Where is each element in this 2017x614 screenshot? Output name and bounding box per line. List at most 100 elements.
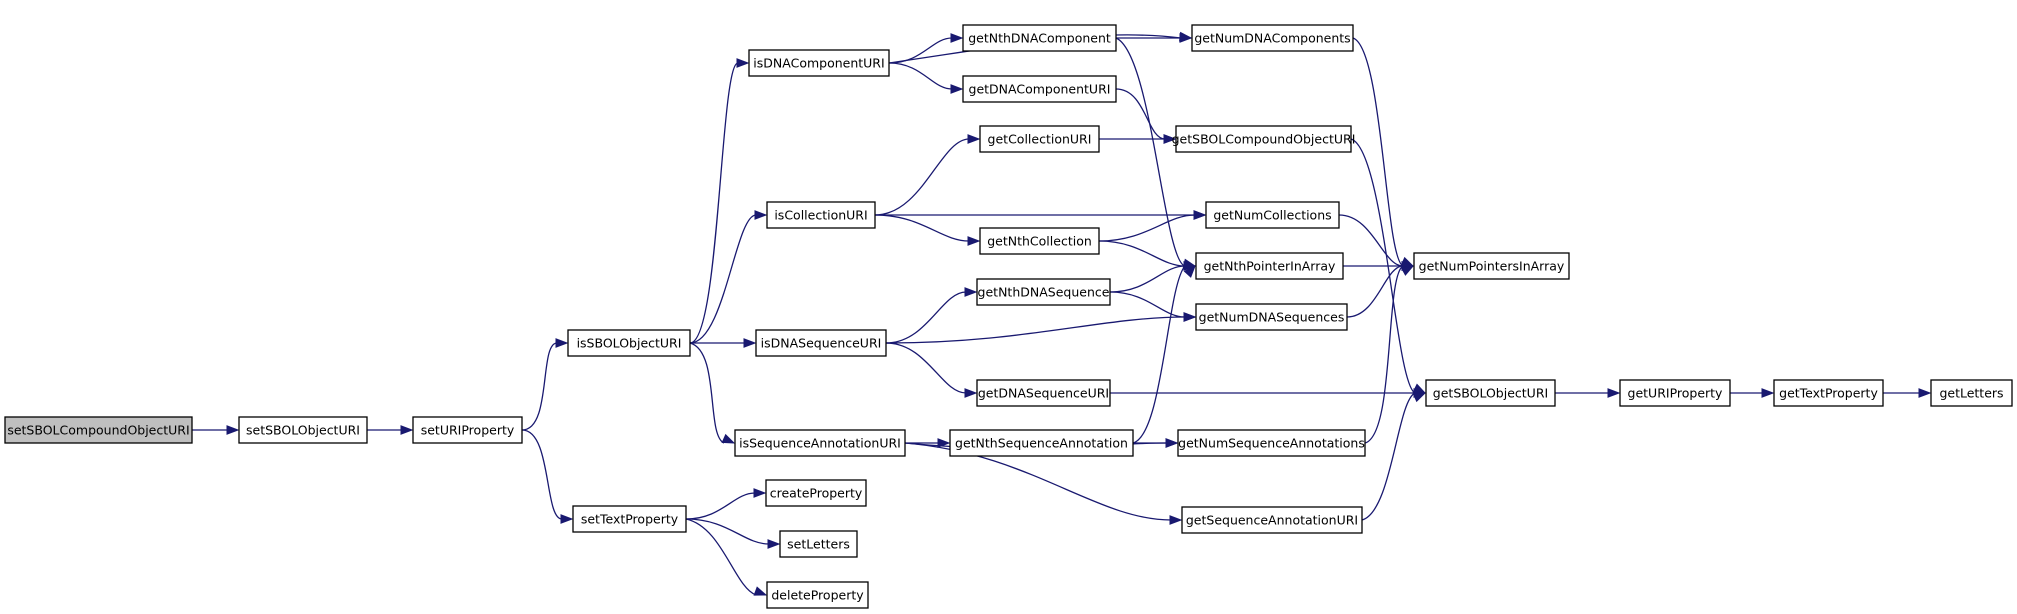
node-box[interactable] [766, 581, 869, 609]
node-label: isSBOLObjectURI [577, 336, 682, 351]
arrowhead [967, 134, 981, 144]
node-box[interactable] [734, 429, 906, 457]
node-get-num-dna-components[interactable]: getNumDNAComponents [1191, 24, 1354, 52]
node-get-nth-sequence-annotation[interactable]: getNthSequenceAnnotation [949, 429, 1134, 457]
node-get-sequence-annotation-uri[interactable]: getSequenceAnnotationURI [1181, 506, 1363, 534]
node-box[interactable] [412, 416, 523, 444]
node-box[interactable] [238, 416, 368, 444]
node-box[interactable] [979, 125, 1100, 153]
node-get-nth-dna-component[interactable]: getNthDNAComponent [962, 24, 1117, 52]
node-label: getNumSequenceAnnotations [1178, 436, 1365, 451]
node-label: getSBOLObjectURI [1433, 386, 1548, 401]
node-get-num-collections[interactable]: getNumCollections [1205, 201, 1340, 229]
node-box[interactable] [1191, 24, 1354, 52]
node-get-letters[interactable]: getLetters [1930, 379, 2013, 407]
node-create-property[interactable]: createProperty [765, 479, 867, 507]
node-is-sequence-annotation-uri[interactable]: isSequenceAnnotationURI [734, 429, 906, 457]
edge-line [521, 429, 563, 520]
node-get-collection-uri[interactable]: getCollectionURI [979, 125, 1100, 153]
node-is-dna-sequence-uri[interactable]: isDNASequenceURI [755, 329, 887, 357]
node-is-dna-component-uri[interactable]: isDNAComponentURI [748, 49, 890, 77]
node-box[interactable] [572, 505, 687, 533]
node-label: deleteProperty [771, 588, 864, 603]
node-box[interactable] [1619, 379, 1731, 407]
arrowhead [1918, 388, 1932, 398]
arrowhead [1607, 388, 1621, 398]
node-box[interactable] [962, 24, 1117, 52]
edge-get-nth-dna-component-to-get-num-dna-components [1116, 33, 1193, 43]
node-box[interactable] [1413, 252, 1570, 280]
node-box[interactable] [4, 416, 193, 444]
arrowhead [964, 388, 978, 398]
node-box[interactable] [1195, 252, 1344, 280]
edge-is-sbol-object-uri-to-is-dna-sequence-uri [690, 338, 757, 348]
edge-line [689, 214, 757, 344]
node-get-nth-collection[interactable]: getNthCollection [979, 227, 1100, 255]
node-box[interactable] [748, 49, 890, 77]
edge-is-sbol-object-uri-to-is-collection-uri [689, 210, 768, 344]
edge-line [1115, 37, 1186, 267]
node-box[interactable] [779, 530, 858, 558]
node-box[interactable] [1181, 506, 1363, 534]
node-box[interactable] [949, 429, 1134, 457]
node-get-num-pointers-in-array[interactable]: getNumPointersInArray [1413, 252, 1570, 280]
node-set-sbol-object-uri[interactable]: setSBOLObjectURI [238, 416, 368, 444]
edge-get-nth-dna-component-to-get-nth-pointer-in-array [1115, 37, 1197, 269]
node-label: getNthDNAComponent [968, 31, 1111, 46]
arrowhead [1183, 312, 1197, 322]
node-set-letters[interactable]: setLetters [779, 530, 858, 558]
arrowhead [1412, 392, 1427, 403]
node-box[interactable] [1205, 201, 1340, 229]
edge-line [1346, 265, 1404, 318]
node-box[interactable] [1177, 429, 1366, 457]
edge-is-dna-sequence-uri-to-get-dna-sequence-uri [885, 342, 978, 398]
arrowhead [950, 84, 964, 94]
node-is-sbol-object-uri[interactable]: isSBOLObjectURI [567, 329, 691, 357]
edge-line [689, 342, 725, 444]
node-box[interactable] [976, 379, 1111, 407]
node-get-text-property[interactable]: getTextProperty [1773, 379, 1884, 407]
node-box[interactable] [766, 201, 876, 229]
node-get-uri-property[interactable]: getURIProperty [1619, 379, 1731, 407]
node-set-text-property[interactable]: setTextProperty [572, 505, 687, 533]
edge-line [874, 138, 970, 216]
edge-line [1361, 392, 1416, 521]
arrowhead [1163, 134, 1177, 144]
node-delete-property[interactable]: deleteProperty [766, 581, 869, 609]
node-get-dna-sequence-uri[interactable]: getDNASequenceURI [976, 379, 1111, 407]
node-box[interactable] [765, 479, 867, 507]
node-box[interactable] [567, 329, 691, 357]
node-box[interactable] [976, 278, 1111, 306]
node-label: getCollectionURI [988, 132, 1092, 147]
node-box[interactable] [1425, 379, 1556, 407]
node-get-num-sequence-annotations[interactable]: getNumSequenceAnnotations [1177, 429, 1366, 457]
edge-get-num-sequence-annotations-to-get-num-pointers-in-array [1364, 265, 1415, 444]
node-set-uri-property[interactable]: setURIProperty [412, 416, 523, 444]
edge-line [885, 291, 967, 344]
node-box[interactable] [979, 227, 1100, 255]
edge-set-text-property-to-delete-property [685, 518, 768, 596]
node-get-num-dna-sequences[interactable]: getNumDNASequences [1195, 303, 1348, 331]
node-box[interactable] [1175, 125, 1352, 153]
node-box[interactable] [1773, 379, 1884, 407]
node-set-sbol-compound-object-uri[interactable]: setSBOLCompoundObjectURI [4, 416, 193, 444]
arrowhead [753, 586, 768, 596]
node-label: getNumCollections [1213, 208, 1331, 223]
edge-is-sbol-object-uri-to-is-dna-component-uri [689, 58, 750, 344]
node-get-dna-component-uri[interactable]: getDNAComponentURI [962, 75, 1117, 103]
arrowhead [1400, 265, 1415, 276]
node-get-sbol-object-uri[interactable]: getSBOLObjectURI [1425, 379, 1556, 407]
node-box[interactable] [1195, 303, 1348, 331]
node-get-nth-pointer-in-array[interactable]: getNthPointerInArray [1195, 252, 1344, 280]
node-get-sbol-compound-object-uri[interactable]: getSBOLCompoundObjectURI [1172, 125, 1356, 153]
node-box[interactable] [755, 329, 887, 357]
edge-get-collection-uri-to-get-sbol-compound-object-uri [1099, 134, 1177, 144]
edge-line [885, 342, 967, 394]
edge-get-dna-component-uri-to-get-sbol-compound-object-uri [1115, 88, 1177, 144]
node-box[interactable] [1930, 379, 2013, 407]
node-is-collection-uri[interactable]: isCollectionURI [766, 201, 876, 229]
node-get-nth-dna-sequence[interactable]: getNthDNASequence [976, 278, 1111, 306]
node-box[interactable] [962, 75, 1117, 103]
node-label: getNumDNASequences [1199, 310, 1345, 325]
edge-line [689, 62, 739, 344]
